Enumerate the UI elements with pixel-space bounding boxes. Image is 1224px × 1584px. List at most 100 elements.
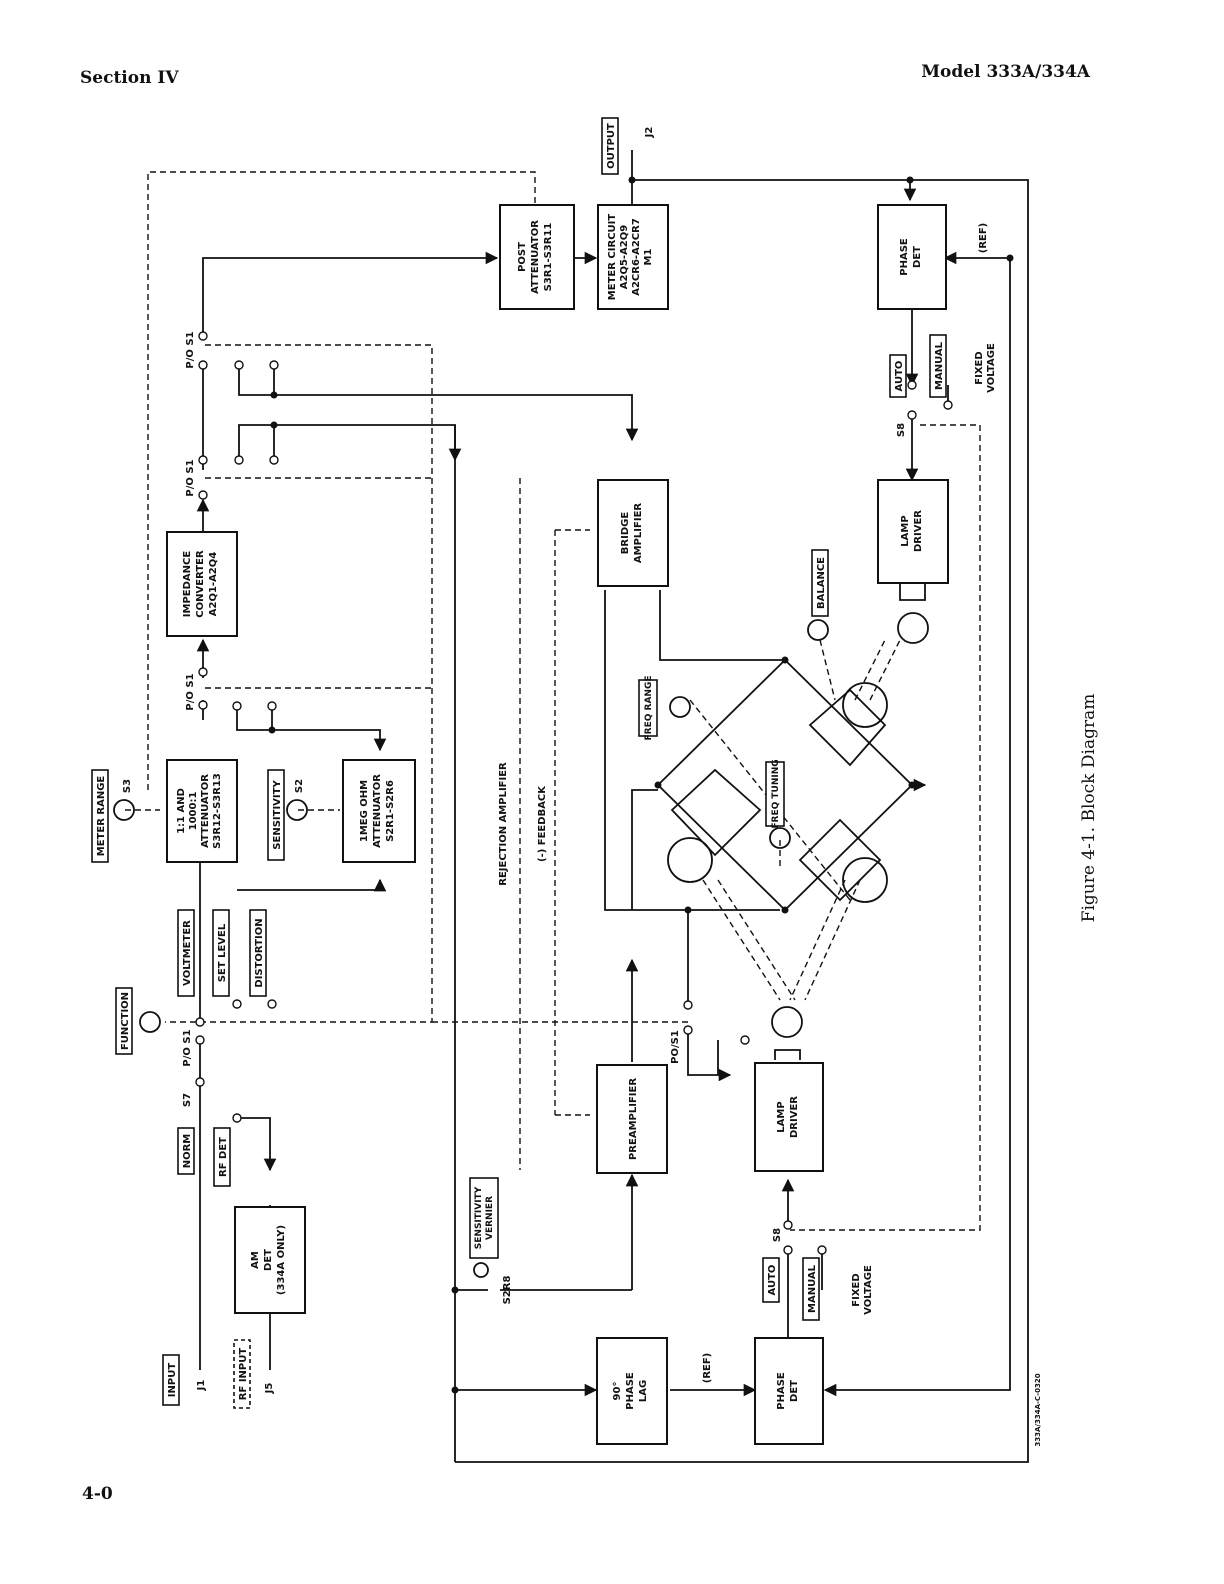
lamp-bot-line-1: LAMP bbox=[776, 1101, 787, 1132]
label-j2: J2 bbox=[644, 127, 655, 139]
label-po-s1-a: P/O S1 bbox=[182, 1029, 193, 1066]
label-freq-range: FREQ RANGE bbox=[644, 676, 654, 741]
pdet-top-line-1: PHASE bbox=[899, 238, 910, 276]
meter-line-4: M1 bbox=[643, 249, 654, 266]
label-norm: NORM bbox=[182, 1134, 193, 1169]
label-output: OUTPUT bbox=[606, 123, 617, 169]
meg-line-3: S2R1-S2R6 bbox=[385, 780, 396, 842]
label-sens-vernier-2: VERNIER bbox=[485, 1196, 495, 1240]
label-j1: J1 bbox=[196, 1380, 207, 1392]
bridge-line-1: BRIDGE bbox=[620, 512, 631, 555]
meg-line-1: 1MEG OHM bbox=[359, 780, 370, 842]
label-auto-bottom: AUTO bbox=[767, 1265, 778, 1296]
label-po-s1-c: P/O S1 bbox=[185, 459, 196, 496]
label-s3: S3 bbox=[122, 779, 133, 793]
bridge-line-2: AMPLIFIER bbox=[633, 503, 644, 563]
switch-contacts bbox=[195, 331, 953, 1255]
meg-line-2: ATTENUATOR bbox=[372, 774, 383, 848]
label-function: FUNCTION bbox=[120, 992, 131, 1050]
page-number: 4-0 bbox=[82, 1484, 113, 1504]
label-freq-tuning: FREQ TUNING bbox=[771, 759, 781, 828]
preamp-line-1: PREAMPLIFIER bbox=[628, 1078, 639, 1160]
pdet-bot-line-2: DET bbox=[789, 1380, 800, 1402]
label-j5: J5 bbox=[264, 1383, 275, 1395]
imp-line-1: IMPEDANCE bbox=[182, 551, 193, 618]
am-det-line-3: (334A ONLY) bbox=[276, 1225, 287, 1295]
atten-line-2: 1000:1 bbox=[188, 792, 199, 831]
imp-line-3: A2Q1-A2Q4 bbox=[208, 552, 219, 617]
block-preamplifier: PREAMPLIFIER bbox=[596, 1064, 668, 1174]
label-po-s1-d: P/O S1 bbox=[185, 331, 196, 368]
label-s2: S2 bbox=[294, 779, 305, 793]
label-fixed-voltage-bot-2: VOLTAGE bbox=[863, 1265, 874, 1315]
label-rejection-amplifier: REJECTION AMPLIFIER bbox=[498, 762, 509, 886]
text-labels: J1 J5 J2 S3 S2 S7 P/O S1 P/O S1 P/O S1 P… bbox=[122, 127, 1042, 1447]
label-fixed-voltage-top-2: VOLTAGE bbox=[986, 343, 997, 393]
model-header: Model 333A/334A bbox=[921, 62, 1090, 82]
label-sens-vernier-1: SENSITIVITY bbox=[474, 1186, 484, 1249]
pdet-top-line-2: DET bbox=[912, 246, 923, 268]
pdet-bot-line-1: PHASE bbox=[776, 1372, 787, 1410]
meter-line-3: A2CR6-A2CR7 bbox=[631, 218, 642, 296]
atten-line-3: ATTENUATOR bbox=[200, 774, 211, 848]
imp-line-2: CONVERTER bbox=[195, 550, 206, 618]
label-s7: S7 bbox=[182, 1093, 193, 1107]
label-rf-input: RF INPUT bbox=[238, 1348, 249, 1401]
label-input: INPUT bbox=[167, 1363, 178, 1398]
lag-line-1: 90° bbox=[612, 1382, 623, 1401]
label-manual-bottom: MANUAL bbox=[807, 1264, 818, 1313]
lag-line-2: PHASE bbox=[625, 1372, 636, 1410]
post-line-2: ATTENUATOR bbox=[530, 220, 541, 294]
label-fixed-voltage-bot-1: FIXED bbox=[851, 1273, 862, 1306]
meter-line-2: A2Q5-A2Q9 bbox=[619, 225, 630, 290]
label-auto-top: AUTO bbox=[894, 361, 905, 392]
post-line-3: S3R1-S3R11 bbox=[543, 223, 554, 292]
panel-labels: INPUT RF INPUT METER RANGE FUNCTION SENS… bbox=[91, 117, 947, 1409]
section-header: Section IV bbox=[80, 68, 179, 88]
label-ref-top: (REF) bbox=[978, 223, 989, 254]
label-fixed-voltage-top-1: FIXED bbox=[974, 351, 985, 384]
label-meter-range: METER RANGE bbox=[96, 776, 107, 857]
label-distortion: DISTORTION bbox=[254, 918, 265, 987]
atten-line-1: 1:1 AND bbox=[176, 788, 187, 834]
label-po-s1-b: P/O S1 bbox=[185, 673, 196, 710]
lamp-top-line-1: LAMP bbox=[900, 515, 911, 546]
label-feedback: (-) FEEDBACK bbox=[537, 785, 548, 862]
label-manual-top: MANUAL bbox=[934, 341, 945, 390]
label-voltmeter: VOLTMETER bbox=[182, 920, 193, 986]
label-rf-det: RF DET bbox=[218, 1137, 229, 1177]
drawing-code: 333A/334A-C-0320 bbox=[1034, 1373, 1042, 1446]
figure-caption: Figure 4-1. Block Diagram bbox=[1079, 694, 1099, 923]
post-line-1: POST bbox=[517, 242, 528, 272]
control-knobs bbox=[113, 619, 829, 1278]
lag-line-3: LAG bbox=[638, 1380, 649, 1402]
am-det-line-2: DET bbox=[263, 1249, 274, 1271]
lamp-bot-line-2: DRIVER bbox=[789, 1096, 800, 1138]
label-ref-bottom: (REF) bbox=[702, 1353, 713, 1384]
label-s8-bottom: S8 bbox=[772, 1228, 783, 1242]
signal-wires bbox=[193, 150, 1029, 1463]
lamp-top-line-2: DRIVER bbox=[913, 510, 924, 552]
am-det-line-1: AM bbox=[250, 1251, 261, 1269]
atten-line-4: S3R12-S3R13 bbox=[212, 773, 223, 849]
label-po-s1-alt: PO/S1 bbox=[670, 1030, 681, 1064]
label-balance: BALANCE bbox=[816, 557, 827, 609]
label-s8-top: S8 bbox=[896, 423, 907, 437]
mechanical-linkages bbox=[125, 171, 981, 1231]
bridge-components bbox=[268, 176, 1014, 1394]
label-set-level: SET LEVEL bbox=[217, 923, 228, 982]
label-s2r8: S2R8 bbox=[502, 1276, 513, 1305]
